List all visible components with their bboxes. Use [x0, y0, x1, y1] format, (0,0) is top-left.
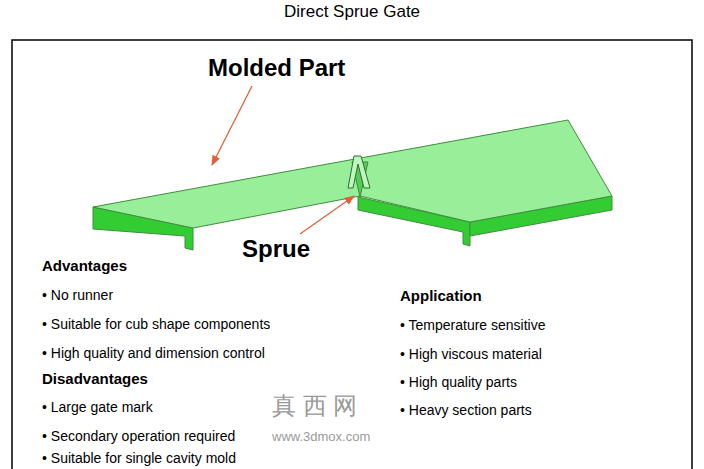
- watermark: www.3dmox.com: [272, 430, 370, 445]
- section-heading: Application: [400, 287, 482, 304]
- bullet-item: • Large gate mark: [42, 399, 153, 415]
- bullet-item: • Temperature sensitive: [400, 317, 546, 333]
- section-heading: Advantages: [42, 257, 127, 274]
- bullet-item: • Suitable for single cavity mold: [42, 450, 236, 466]
- bullet-item: • High viscous material: [400, 346, 542, 362]
- leader-line: [212, 86, 252, 165]
- bullet-item: • High quality parts: [400, 374, 517, 390]
- part-label: Sprue: [242, 235, 310, 263]
- section-heading: Disadvantages: [42, 370, 148, 387]
- frame-border: [12, 40, 692, 469]
- watermark: 真 西 网: [272, 392, 357, 420]
- bullet-item: • Suitable for cub shape components: [42, 316, 270, 332]
- diagram-title: Direct Sprue Gate: [284, 2, 420, 22]
- molded-part-drawing: [93, 120, 612, 250]
- bullet-item: • No runner: [42, 287, 113, 303]
- part-label: Molded Part: [208, 54, 345, 82]
- bullet-item: • Heavy section parts: [400, 402, 532, 418]
- bullet-item: • High quality and dimension control: [42, 345, 265, 361]
- bullet-item: • Secondary operation required: [42, 428, 235, 444]
- leader-line: [300, 196, 354, 234]
